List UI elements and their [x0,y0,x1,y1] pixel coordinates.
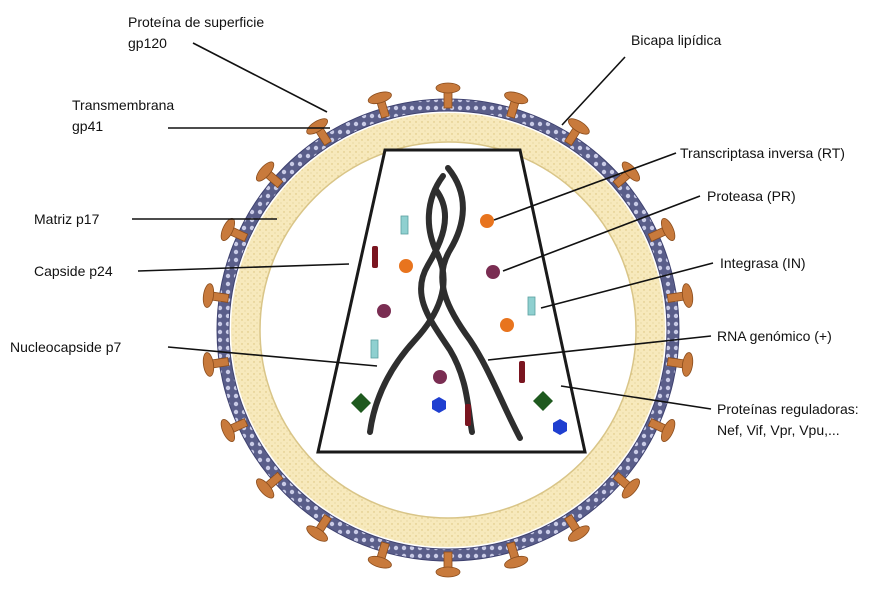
regulatory-protein [465,404,471,426]
label-matrix: Matriz p17 [34,211,100,227]
label-protease: Proteasa (PR) [707,188,796,204]
reverse-transcriptase [399,259,413,273]
protease [377,304,391,318]
integrase [528,297,535,315]
label-gp41-code: gp41 [72,118,103,134]
regulatory-protein [372,246,378,268]
label-regulatory: Proteínas reguladoras: [717,401,859,417]
integrase [371,340,378,358]
label-gp120: Proteína de superficie [128,14,264,30]
label-rna: RNA genómico (+) [717,328,832,344]
label-integrase: Integrasa (IN) [720,255,806,271]
label-nucleocapsid: Nucleocapside p7 [10,339,122,355]
label-regulatory-list: Nef, Vif, Vpr, Vpu,... [717,422,840,438]
protease [433,370,447,384]
label-reverse-transcriptase: Transcriptasa inversa (RT) [680,145,845,161]
regulatory-protein [519,361,525,383]
protease [486,265,500,279]
reverse-transcriptase [500,318,514,332]
label-gp41: Transmembrana [72,97,174,113]
integrase [401,216,408,234]
reverse-transcriptase [480,214,494,228]
label-capsid: Capside p24 [34,263,113,279]
label-lipid-bilayer: Bicapa lipídica [631,32,721,48]
label-gp120-code: gp120 [128,35,167,51]
